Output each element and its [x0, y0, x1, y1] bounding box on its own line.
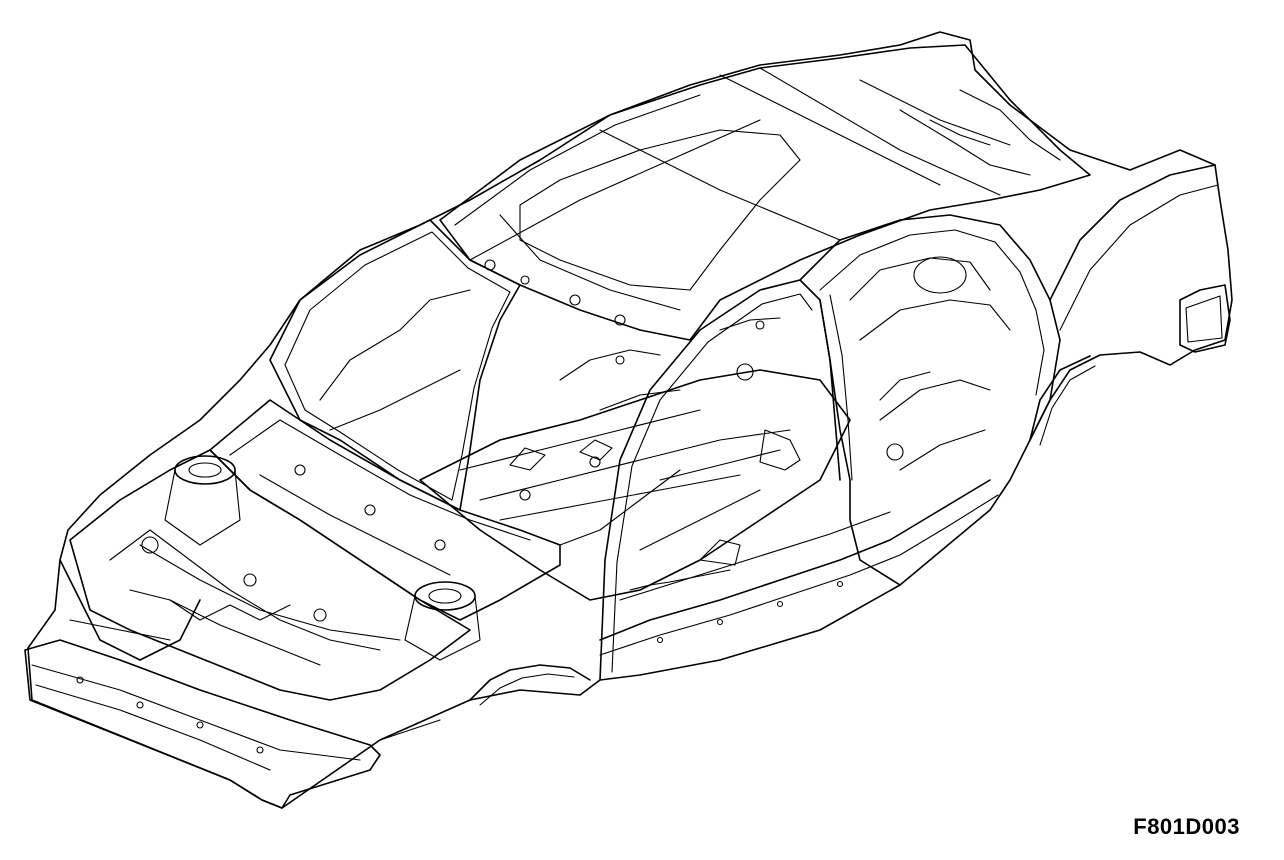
- side-body-frame: [599, 214, 1061, 681]
- figure-code-label: F801D003: [1133, 814, 1240, 839]
- engine-bay: [69, 449, 471, 701]
- floor-pan: [419, 363, 904, 601]
- front-strut-towers: [164, 455, 481, 661]
- front-bumper-reinforcement: [24, 559, 381, 809]
- cowl-panel: [209, 399, 561, 621]
- rocker-sill: [599, 479, 999, 656]
- body-outline: [27, 31, 1233, 809]
- windshield-frame: [269, 219, 521, 511]
- structural-detail: [484, 259, 931, 566]
- roof-frame: [439, 44, 1091, 341]
- rear-quarter: [899, 89, 1231, 353]
- front-wheel-arch: [379, 664, 591, 741]
- rear-wheel-arch: [1029, 355, 1096, 446]
